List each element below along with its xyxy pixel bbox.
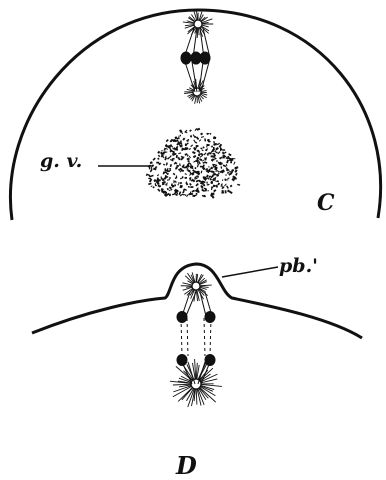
spindle-d: [170, 272, 222, 407]
panel-d-label: D: [176, 451, 197, 480]
aster-d-top: [181, 272, 212, 301]
aster-c-top: [183, 9, 213, 38]
chromosome-dot: [205, 312, 215, 323]
chromosome-dot: [205, 355, 215, 366]
chromosome-dot: [177, 312, 187, 323]
chromosome-dot: [177, 355, 187, 366]
leader-line-pb: [222, 267, 278, 277]
spindle-c: [181, 9, 213, 104]
germinal-vesicle-label: g. v.: [40, 150, 82, 172]
chromosome-dot: [181, 52, 191, 64]
polar-body-label: pb.': [279, 255, 318, 277]
panel-c-label: C: [317, 190, 335, 216]
germinal-vesicle: [146, 128, 241, 199]
chromosome-dot: [200, 52, 210, 64]
aster-d-bottom: [170, 359, 222, 407]
